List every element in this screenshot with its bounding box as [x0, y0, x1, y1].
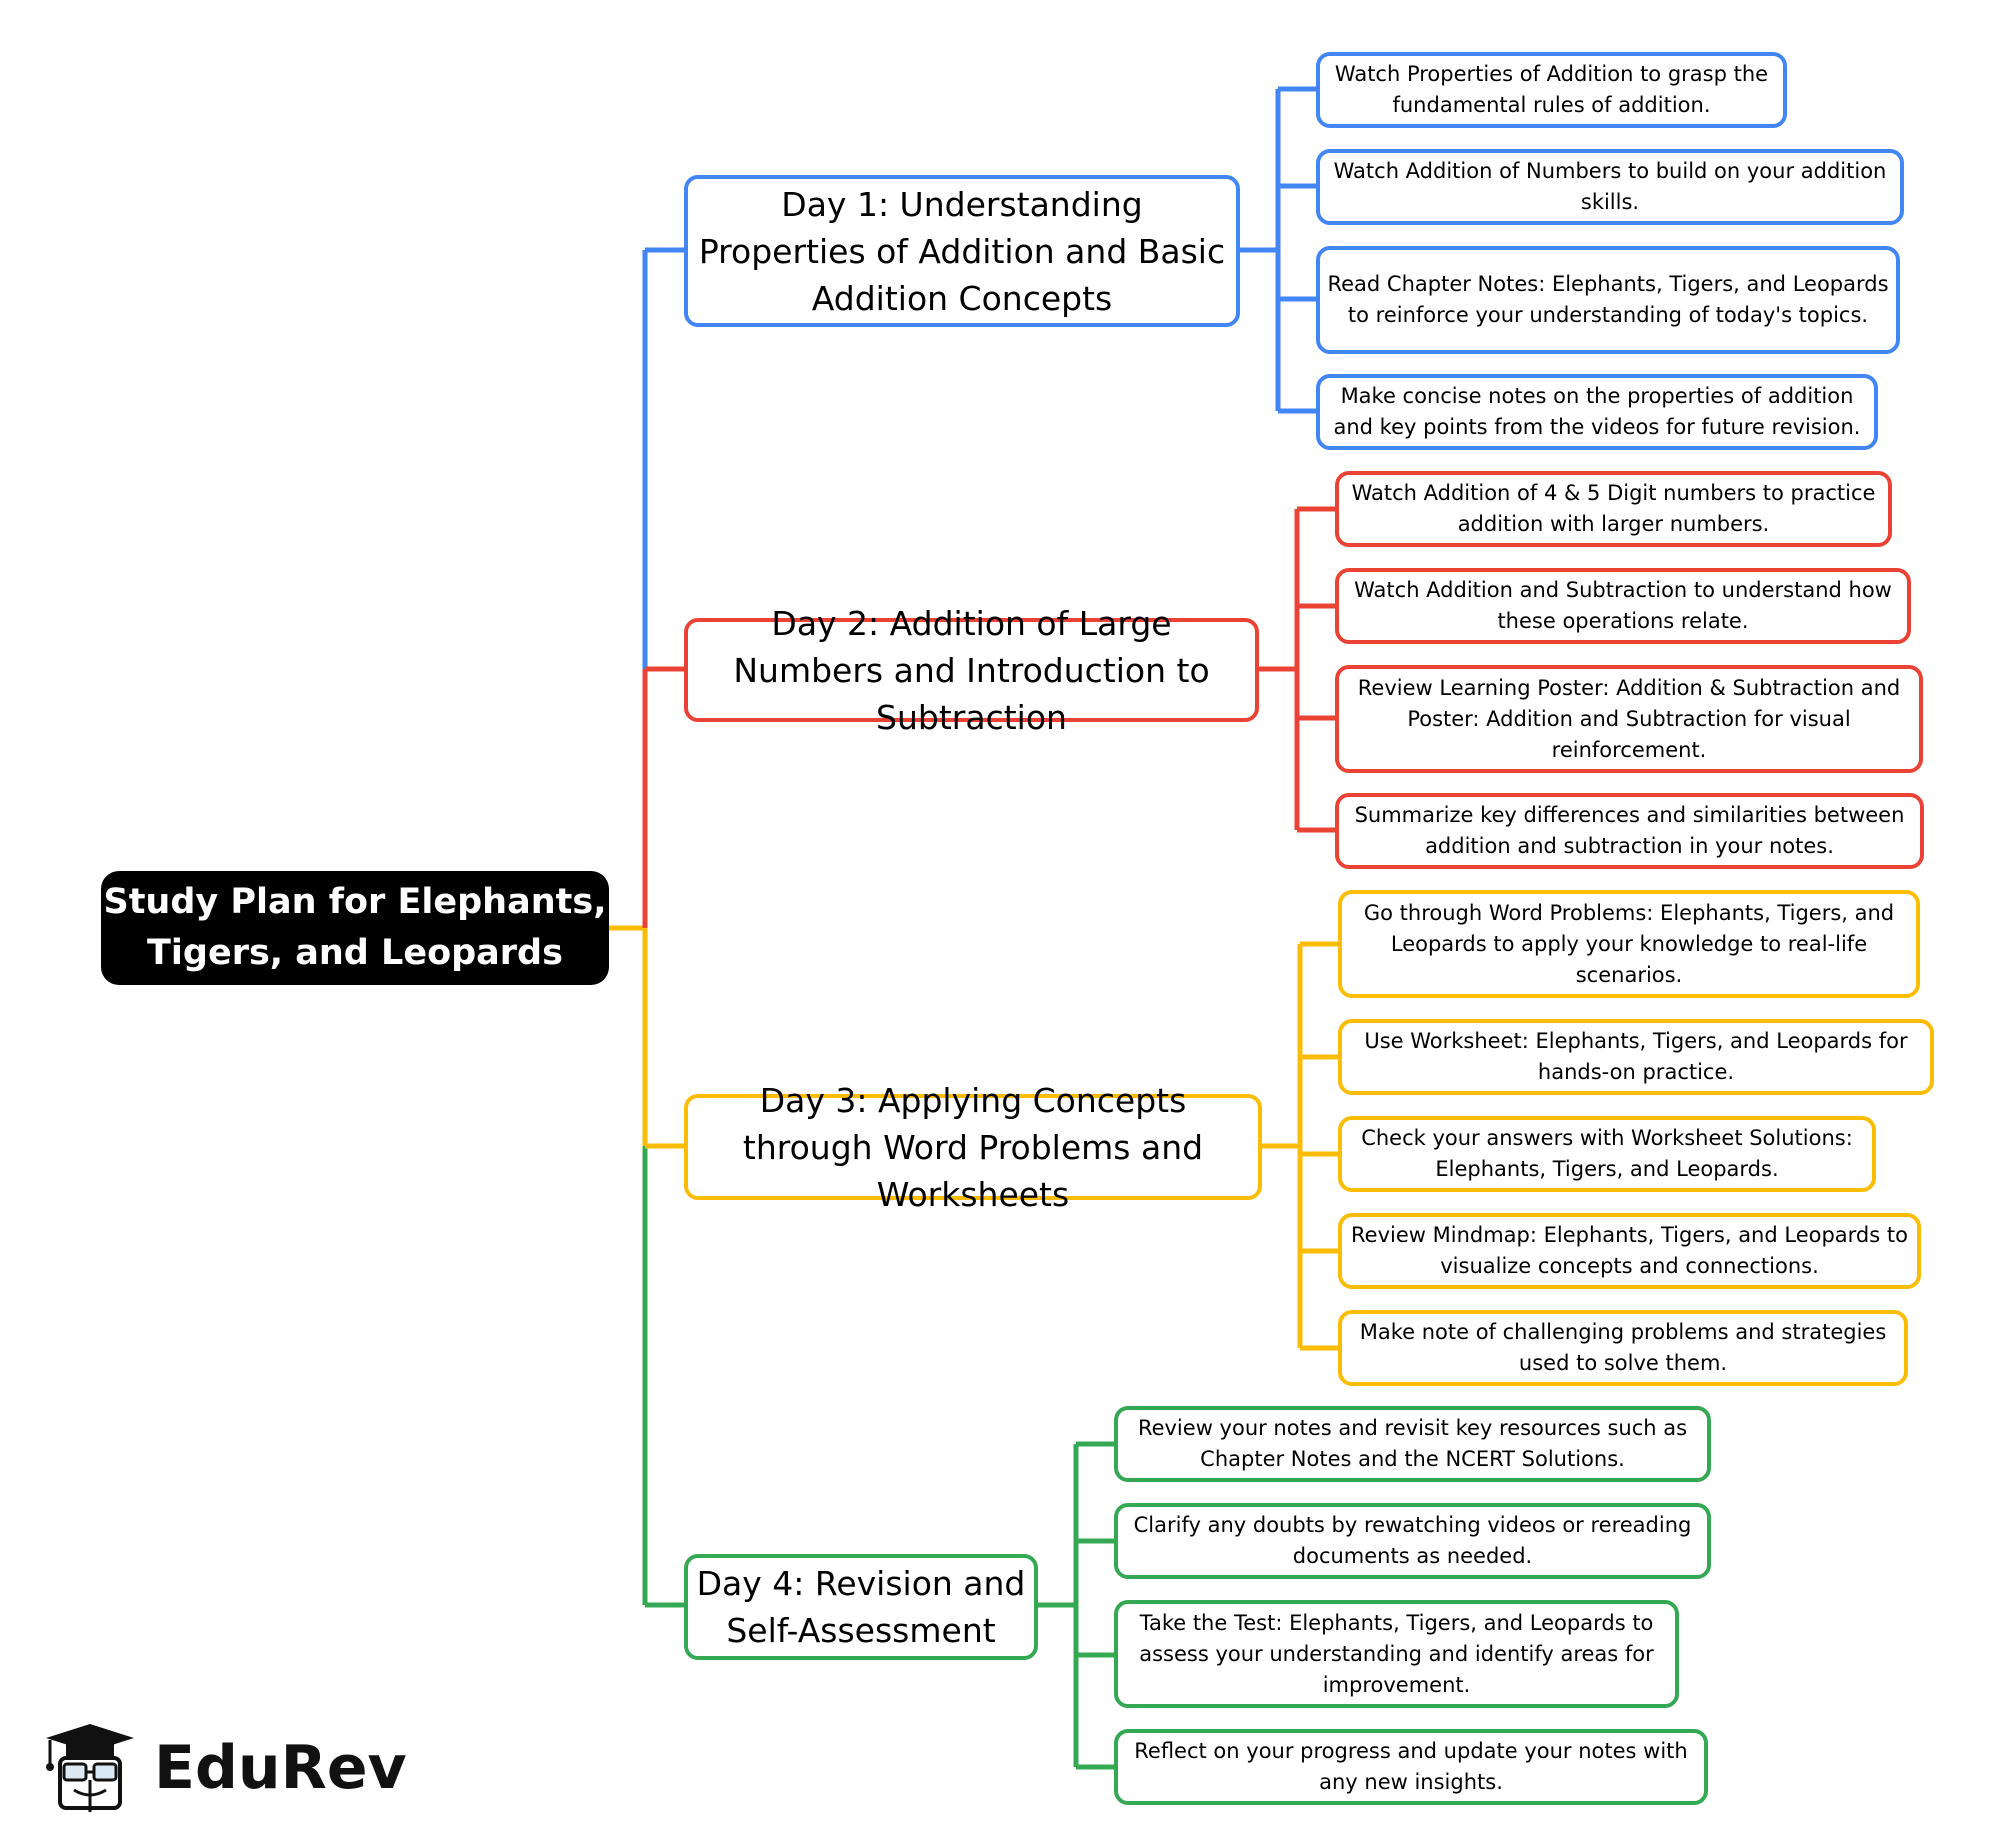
day1-branch-lines — [1240, 86, 1316, 414]
task-text: Review Learning Poster: Addition & Subtr… — [1357, 675, 1901, 762]
logo-text: EduRev — [154, 1733, 407, 1803]
day1-task-2[interactable]: Watch Addition of Numbers to build on yo… — [1316, 149, 1904, 225]
task-text: Watch Addition of 4 & 5 Digit numbers to… — [1351, 481, 1876, 536]
task-text: Review Mindmap: Elephants, Tigers, and L… — [1351, 1223, 1908, 1278]
edurev-logo: EduRev — [38, 1722, 407, 1814]
day1-task-4[interactable]: Make concise notes on the properties of … — [1316, 374, 1878, 450]
day4-branch-lines — [1038, 1441, 1114, 1770]
day3-task-5[interactable]: Make note of challenging problems and st… — [1338, 1310, 1908, 1386]
task-text: Check your answers with Worksheet Soluti… — [1361, 1126, 1853, 1181]
day4-task-1[interactable]: Review your notes and revisit key resour… — [1114, 1406, 1711, 1482]
graduation-cap-mascot-icon — [46, 1724, 134, 1812]
day3-task-3[interactable]: Check your answers with Worksheet Soluti… — [1338, 1116, 1876, 1192]
day4-node[interactable]: Day 4: Revision and Self-Assessment — [684, 1554, 1038, 1660]
day1-task-1[interactable]: Watch Properties of Addition to grasp th… — [1316, 52, 1787, 128]
task-text: Summarize key differences and similariti… — [1354, 803, 1905, 858]
day4-title: Day 4: Revision and Self-Assessment — [696, 1564, 1026, 1650]
task-text: Make concise notes on the properties of … — [1333, 384, 1861, 439]
task-text: Clarify any doubts by rewatching videos … — [1133, 1513, 1692, 1568]
day2-branch-lines — [1259, 506, 1335, 833]
task-text: Make note of challenging problems and st… — [1359, 1320, 1887, 1375]
task-text: Reflect on your progress and update your… — [1134, 1739, 1688, 1794]
day3-node[interactable]: Day 3: Applying Concepts through Word Pr… — [684, 1081, 1262, 1214]
day2-task-2[interactable]: Watch Addition and Subtraction to unders… — [1335, 568, 1911, 644]
day3-task-2[interactable]: Use Worksheet: Elephants, Tigers, and Le… — [1338, 1019, 1934, 1095]
day2-task-3[interactable]: Review Learning Poster: Addition & Subtr… — [1335, 665, 1923, 773]
task-text: Watch Properties of Addition to grasp th… — [1334, 62, 1769, 117]
task-text: Go through Word Problems: Elephants, Tig… — [1363, 900, 1895, 987]
day4-task-4[interactable]: Reflect on your progress and update your… — [1114, 1729, 1708, 1805]
day2-title: Day 2: Addition of Large Numbers and Int… — [733, 603, 1210, 737]
task-text: Review your notes and revisit key resour… — [1137, 1416, 1688, 1471]
day1-task-3[interactable]: Read Chapter Notes: Elephants, Tigers, a… — [1316, 246, 1900, 354]
root-title: Study Plan for Elephants, Tigers, and Le… — [103, 882, 607, 973]
day1-node[interactable]: Day 1: Understanding Properties of Addit… — [684, 175, 1240, 327]
task-text: Watch Addition and Subtraction to unders… — [1354, 578, 1892, 633]
task-text: Use Worksheet: Elephants, Tigers, and Le… — [1364, 1029, 1908, 1084]
day3-task-4[interactable]: Review Mindmap: Elephants, Tigers, and L… — [1338, 1213, 1921, 1289]
day1-title: Day 1: Understanding Properties of Addit… — [698, 184, 1226, 318]
task-text: Watch Addition of Numbers to build on yo… — [1333, 159, 1887, 214]
day3-branch-lines — [1262, 941, 1338, 1351]
task-text: Read Chapter Notes: Elephants, Tigers, a… — [1327, 272, 1889, 327]
day2-task-1[interactable]: Watch Addition of 4 & 5 Digit numbers to… — [1335, 471, 1892, 547]
task-text: Take the Test: Elephants, Tigers, and Le… — [1139, 1610, 1654, 1697]
root-node: Study Plan for Elephants, Tigers, and Le… — [101, 871, 609, 985]
day3-title: Day 3: Applying Concepts through Word Pr… — [742, 1080, 1204, 1214]
day4-task-3[interactable]: Take the Test: Elephants, Tigers, and Le… — [1114, 1600, 1679, 1708]
day2-node[interactable]: Day 2: Addition of Large Numbers and Int… — [684, 604, 1259, 737]
day4-task-2[interactable]: Clarify any doubts by rewatching videos … — [1114, 1503, 1711, 1579]
day2-task-4[interactable]: Summarize key differences and similariti… — [1335, 793, 1924, 869]
day3-task-1[interactable]: Go through Word Problems: Elephants, Tig… — [1338, 890, 1920, 998]
